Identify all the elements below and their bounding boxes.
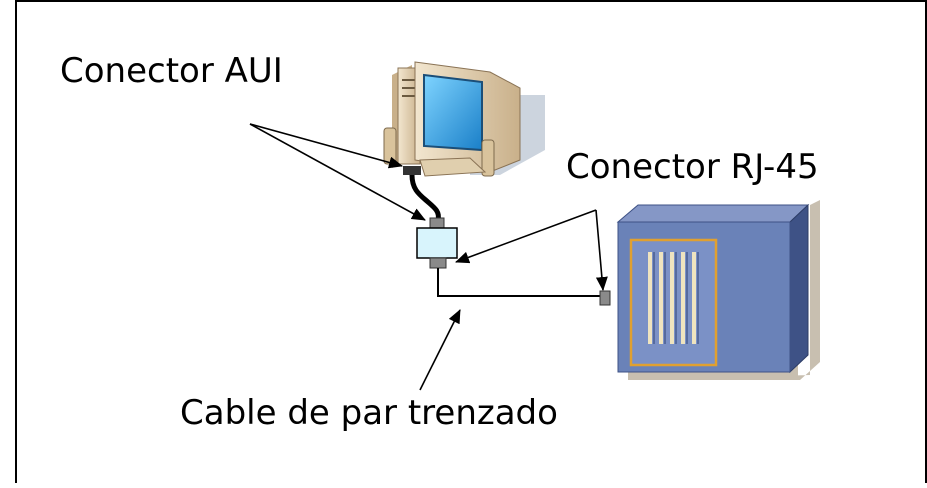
hub-icon [616,200,820,380]
aui-cable [409,174,441,221]
label-aui-connector: Conector AUI [60,51,283,91]
arrow-cable [419,309,461,391]
arrow-aui-to-pc [249,123,403,169]
twisted-pair-cable [437,268,600,297]
arrow-rj45-to-transceiver [455,209,597,264]
arrow-aui-to-transceiver [249,123,426,221]
transceiver-icon [416,217,458,269]
computer-icon [383,61,545,177]
label-rj45-connector: Conector RJ-45 [566,147,819,187]
pointer-arrows [249,123,608,391]
aui-port [403,166,421,175]
arrow-rj45-to-hub [595,209,608,291]
rj45-plug [599,290,611,306]
label-twisted-pair-cable: Cable de par trenzado [180,393,558,433]
